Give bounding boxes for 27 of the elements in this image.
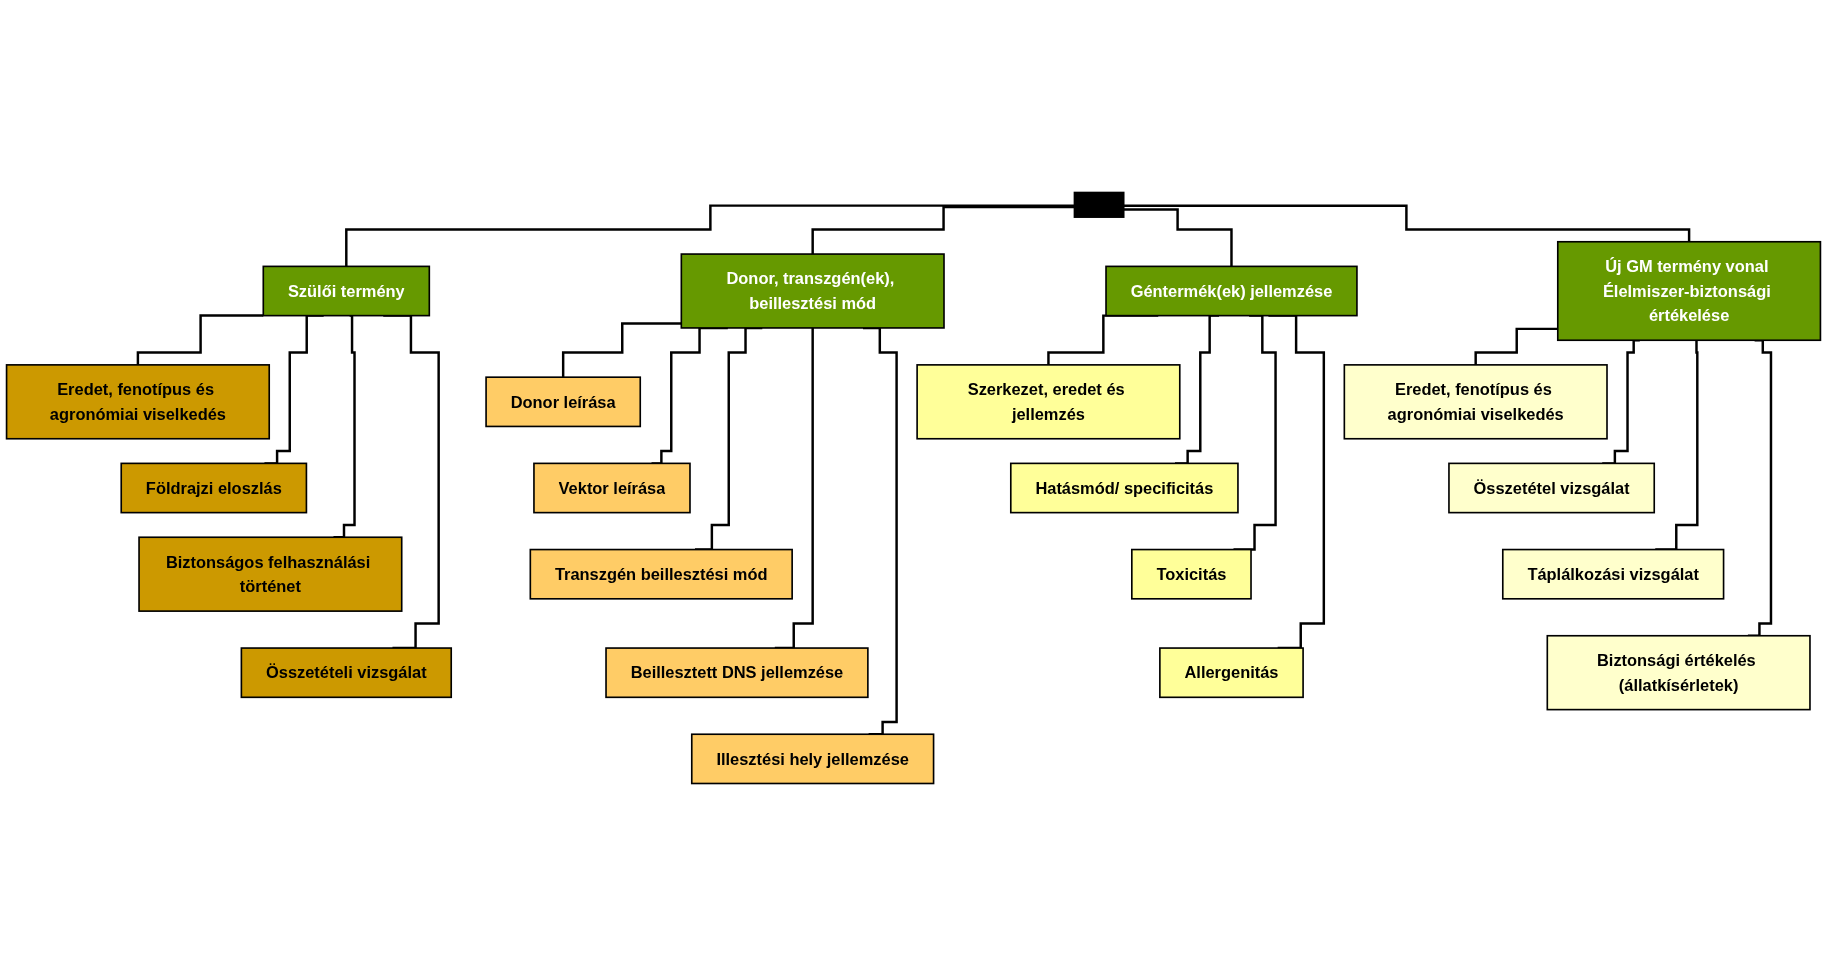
connector	[1123, 204, 1691, 243]
node-box: Allergenitás	[1159, 647, 1304, 699]
connector	[1123, 208, 1233, 268]
node-box: Donor, transzgén(ek), beillesztési mód	[680, 253, 945, 329]
node-box: Szerkezet, eredet és jellemzés	[916, 364, 1181, 440]
node-box: Illesztési hely jellemzése	[690, 733, 935, 785]
node-box: Szülői termény	[262, 265, 431, 317]
node-box: Beillesztett DNS jellemzése	[605, 647, 869, 699]
node-box: Transzgén beillesztési mód	[529, 548, 793, 600]
node-box: Géntermék(ek) jellemzése	[1105, 265, 1358, 317]
node-bar	[1073, 191, 1125, 218]
connector	[345, 204, 1075, 268]
node-box: Vektor leírása	[533, 462, 691, 514]
node-box: Táplálkozási vizsgálat	[1501, 548, 1725, 600]
node-box: Eredet, fenotípus és agronómiai viselkedés	[1343, 364, 1608, 440]
node-box: Donor leírása	[485, 376, 642, 428]
node-box: Biztonsági értékelés (állatkísérletek)	[1546, 634, 1811, 711]
node-box: Új GM termény vonal Élelmiszer-biztonsági értékelése	[1556, 240, 1822, 342]
node-box: Eredet, fenotípus és agronómiai viselkedés	[5, 364, 271, 440]
node-box: Hatásmód/ specificitás	[1009, 462, 1239, 514]
node-box: Összetételi vizsgálat	[240, 647, 453, 699]
connector	[811, 205, 1075, 256]
node-box: Toxicitás	[1131, 548, 1252, 600]
node-box: Összetétel vizsgálat	[1448, 462, 1656, 514]
node-box: Biztonságos felhasználási történet	[138, 536, 403, 612]
connector	[561, 322, 682, 379]
node-box: Földrajzi eloszlás	[120, 462, 308, 514]
